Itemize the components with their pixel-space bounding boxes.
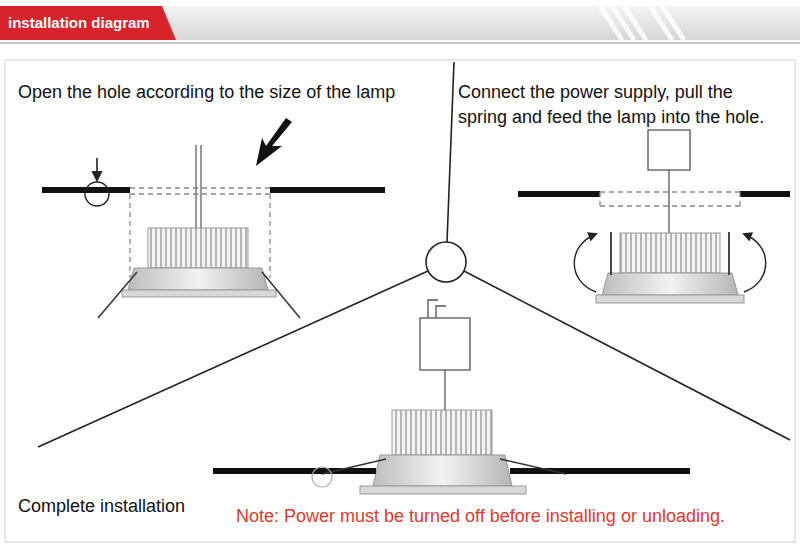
step-feed-lamp — [518, 130, 790, 303]
header-stripes — [600, 6, 684, 40]
step-open-hole — [42, 118, 385, 318]
title-tab — [0, 6, 176, 40]
step-caption: Complete installation — [18, 494, 185, 519]
header-bar — [0, 6, 800, 40]
step-caption: Connect the power supply, pull the sprin… — [458, 80, 780, 130]
panel-dividers — [38, 62, 790, 447]
header-rule — [0, 42, 800, 44]
step-complete — [213, 300, 690, 494]
warning-note: Note: Power must be turned off before in… — [236, 504, 725, 529]
panel-frame — [5, 60, 795, 542]
step-caption: Open the hole according to the size of t… — [18, 80, 395, 105]
diagram-title: installation diagram — [8, 14, 150, 31]
